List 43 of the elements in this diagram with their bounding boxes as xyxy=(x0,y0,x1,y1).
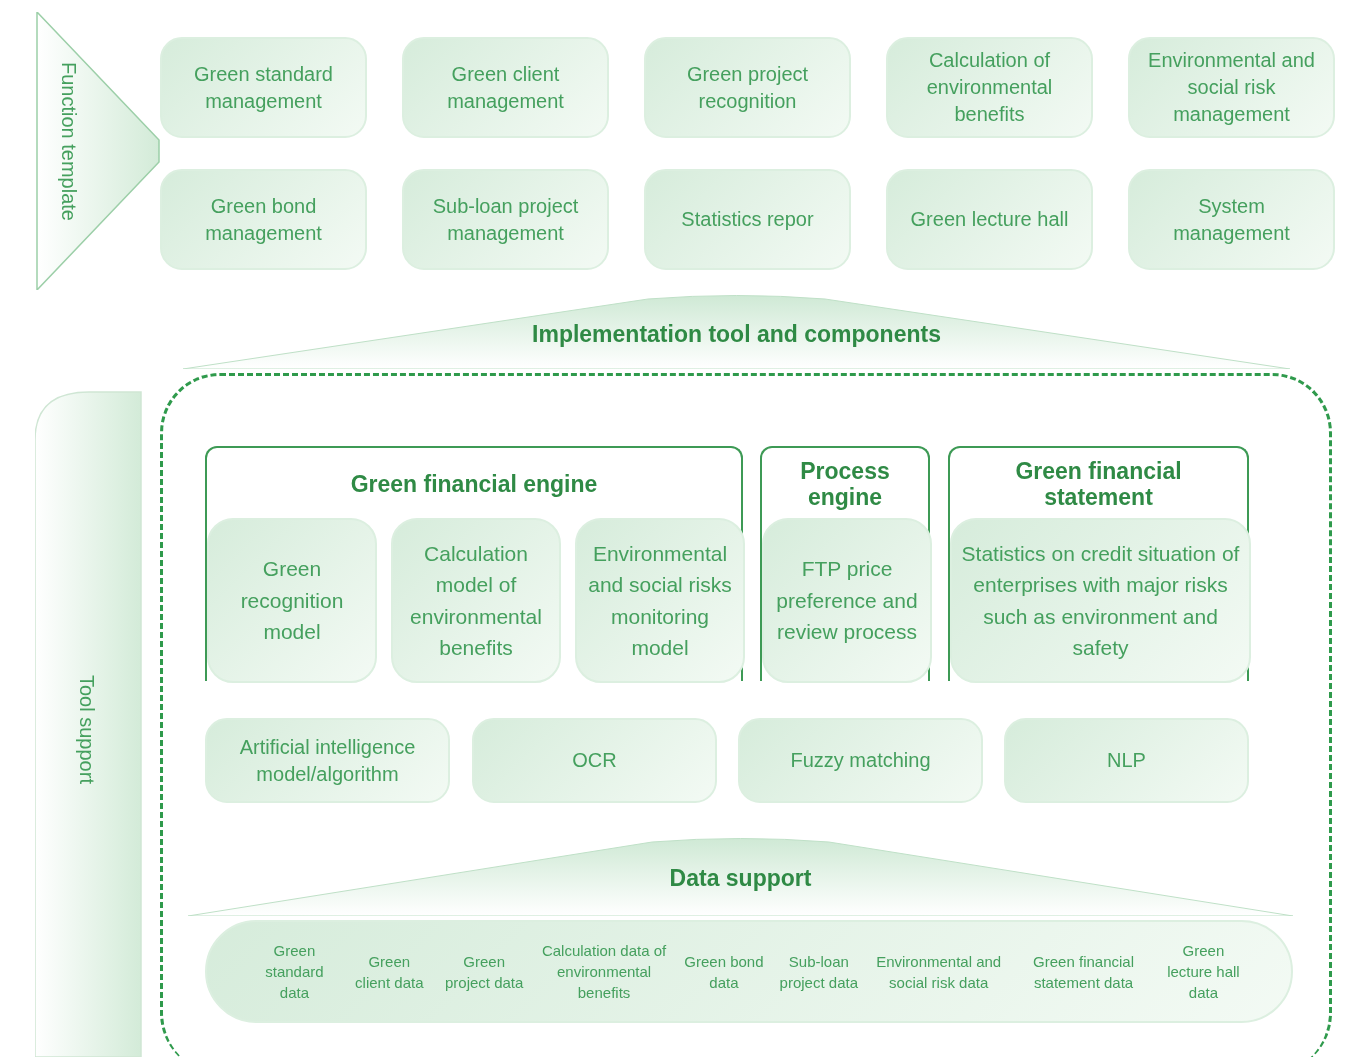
model-box: FTP price preference and review process xyxy=(762,518,932,683)
group-title: Green financial statement xyxy=(1014,456,1183,512)
data-label: Green financial statement data xyxy=(1032,951,1135,993)
module-box: Sub-loan project management xyxy=(402,169,609,270)
module-box: Fuzzy matching xyxy=(738,718,983,803)
data-label: Calculation data of environmental benefits xyxy=(540,941,668,1003)
model-box: Statistics on credit situation of enterprises with major risks such as environment and safety xyxy=(950,518,1251,683)
module-box: Statistics repor xyxy=(644,169,851,270)
model-box: Environmental and social risks monitoring model xyxy=(575,518,745,683)
module-box: Green client management xyxy=(402,37,609,138)
section-title: Data support xyxy=(668,865,813,892)
model-box: Calculation model of environmental benefits xyxy=(391,518,561,683)
dashed-frame xyxy=(160,373,1332,1057)
group-panel xyxy=(205,446,743,681)
data-label: Green client data xyxy=(354,951,425,993)
module-box: System management xyxy=(1128,169,1335,270)
arch-banner xyxy=(188,838,1293,916)
arch-banner xyxy=(183,295,1290,369)
data-label: Green project data xyxy=(444,951,525,993)
module-box: NLP xyxy=(1004,718,1249,803)
data-label: Environmental and social risk data xyxy=(875,951,1003,993)
data-label: Sub-loan project data xyxy=(778,951,859,993)
module-box: Green project recognition xyxy=(644,37,851,138)
group-panel xyxy=(948,446,1249,681)
section-title: Tool support xyxy=(75,675,98,784)
data-label: Green standard data xyxy=(264,941,325,1003)
group-title: Process engine xyxy=(799,456,891,512)
group-panel xyxy=(760,446,930,681)
module-box: OCR xyxy=(472,718,717,803)
group-title: Green financial engine xyxy=(349,469,599,499)
section-title: Implementation tool and components xyxy=(531,320,942,348)
module-box: Green standard management xyxy=(160,37,367,138)
side-bar xyxy=(35,390,143,1057)
module-box: Environmental and social risk management xyxy=(1128,37,1335,138)
module-box: Calculation of environmental benefits xyxy=(886,37,1093,138)
module-box: Artificial intelligence model/algorithm xyxy=(205,718,450,803)
module-box: Green lecture hall xyxy=(886,169,1093,270)
model-box: Green recognition model xyxy=(207,518,377,683)
chevron-banner xyxy=(35,12,161,290)
data-label: Green bond data xyxy=(683,951,764,993)
module-box: Green bond management xyxy=(160,169,367,270)
section-title: Function template xyxy=(57,62,80,221)
data-label: Green lecture hall data xyxy=(1166,941,1241,1003)
